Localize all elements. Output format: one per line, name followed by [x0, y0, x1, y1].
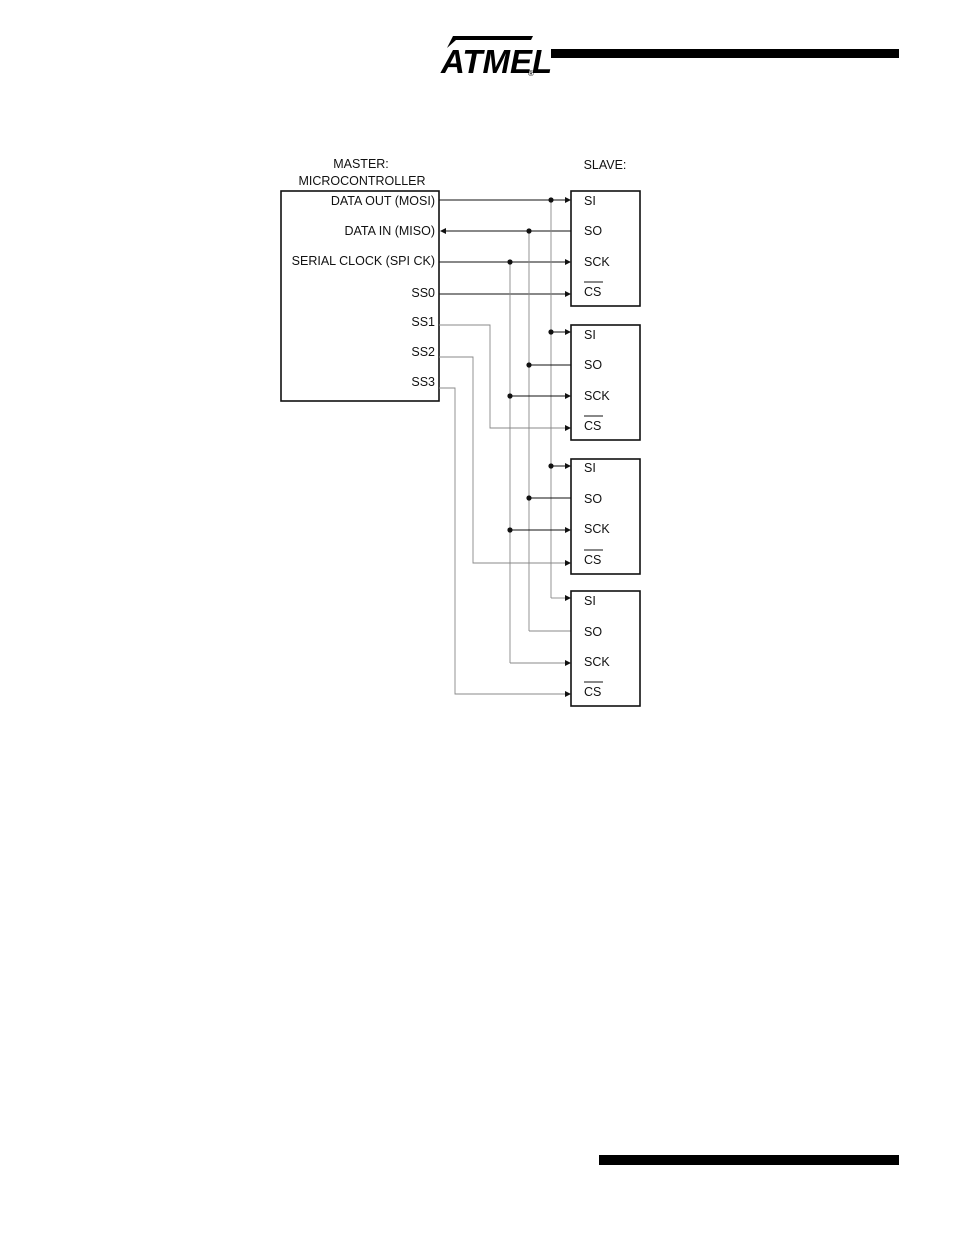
master-pin-ss0: SS0: [411, 286, 435, 300]
master-pin-miso: DATA IN (MISO): [344, 224, 435, 238]
slave-pin-cs: CS: [584, 553, 601, 567]
arrow-right-icon: [565, 595, 571, 601]
slave-pin-sck: SCK: [584, 522, 610, 536]
master-pin-mosi: DATA OUT (MOSI): [331, 194, 435, 208]
slave-box: [571, 459, 640, 574]
slave-pin-si: SI: [584, 461, 596, 475]
arrow-right-icon: [565, 463, 571, 469]
arrow-left-icon: [440, 228, 446, 234]
junction-dot: [526, 228, 531, 233]
slave-2: SI SO SCK CS: [571, 325, 640, 440]
arrow-right-icon: [565, 291, 571, 297]
arrow-right-icon: [565, 259, 571, 265]
atmel-logo: ATMEL ®: [440, 36, 552, 80]
master-title-line2: MICROCONTROLLER: [298, 174, 425, 188]
slave-pin-sck: SCK: [584, 255, 610, 269]
slave-pin-so: SO: [584, 492, 602, 506]
slave-pin-sck: SCK: [584, 655, 610, 669]
registered-mark: ®: [528, 69, 534, 78]
wire-ss2: [439, 357, 566, 563]
arrow-right-icon: [565, 560, 571, 566]
arrow-right-icon: [565, 527, 571, 533]
logo-text: ATMEL: [440, 43, 552, 80]
junction-dot: [526, 495, 531, 500]
header-bar: [551, 49, 899, 58]
slave-pin-so: SO: [584, 224, 602, 238]
junction-dot: [526, 362, 531, 367]
slave-pin-sck: SCK: [584, 389, 610, 403]
slave-pin-cs: CS: [584, 285, 601, 299]
junction-dot: [548, 463, 553, 468]
junction-dot: [548, 197, 553, 202]
slave-title: SLAVE:: [584, 158, 627, 172]
master-pin-ss2: SS2: [411, 345, 435, 359]
arrow-right-icon: [565, 425, 571, 431]
arrow-right-icon: [565, 197, 571, 203]
arrow-right-icon: [565, 691, 571, 697]
footer-bar: [599, 1155, 899, 1165]
slave-pin-cs: CS: [584, 419, 601, 433]
master-pin-ss3: SS3: [411, 375, 435, 389]
arrow-right-icon: [565, 660, 571, 666]
slave-pin-si: SI: [584, 194, 596, 208]
slave-4: SI SO SCK CS: [571, 591, 640, 706]
wire-ss3: [439, 388, 566, 694]
slave-pin-so: SO: [584, 358, 602, 372]
junction-dot: [507, 393, 512, 398]
slave-pin-cs: CS: [584, 685, 601, 699]
master-pin-ss1: SS1: [411, 315, 435, 329]
slave-box: [571, 591, 640, 706]
bus-wires: [439, 200, 571, 694]
master-pin-sck: SERIAL CLOCK (SPI CK): [292, 254, 435, 268]
master-title-line1: MASTER:: [333, 157, 389, 171]
arrow-right-icon: [565, 329, 571, 335]
slave-pin-si: SI: [584, 328, 596, 342]
slave-pin-so: SO: [584, 625, 602, 639]
wire-ss1: [439, 325, 566, 428]
junction-dot: [507, 527, 512, 532]
slave-box: [571, 325, 640, 440]
junction-dot: [548, 329, 553, 334]
slave-box: [571, 191, 640, 306]
slave-1: SI SO SCK CS: [571, 191, 640, 306]
slave-pin-si: SI: [584, 594, 596, 608]
arrow-right-icon: [565, 393, 571, 399]
slave-3: SI SO SCK CS: [571, 459, 640, 574]
junction-dot: [507, 259, 512, 264]
